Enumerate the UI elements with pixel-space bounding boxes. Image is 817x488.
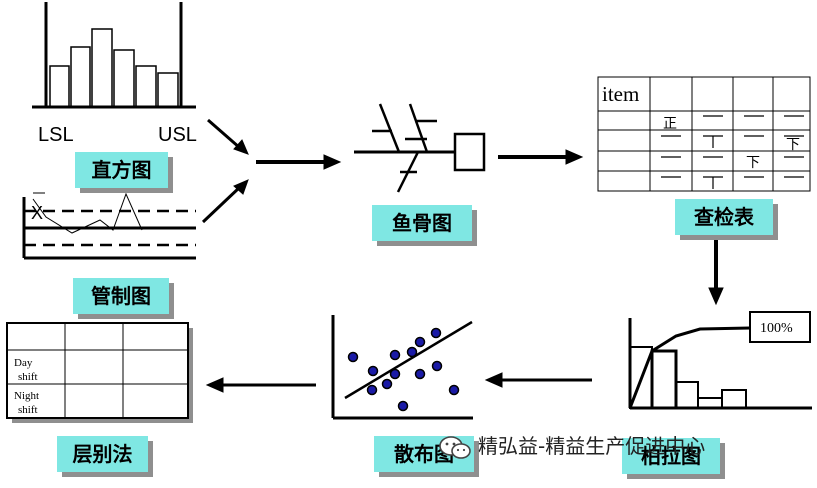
night-shift-label-line1: Night (14, 390, 39, 402)
tally-mark-text: 下 (746, 156, 760, 171)
fishbone-head (453, 132, 486, 172)
usl-label: USL (158, 124, 197, 146)
merge-arrows (201, 118, 342, 224)
arrow-to-stratification (205, 377, 316, 393)
arrow-to-check-sheet (498, 149, 584, 165)
histogram-bar (113, 49, 135, 108)
scatter-point (347, 351, 359, 363)
tally-mark-text: 正 (663, 117, 677, 132)
arrowhead (484, 372, 503, 388)
wechat-icon (439, 435, 471, 459)
regression-line (344, 320, 473, 400)
scatter-point (430, 327, 442, 339)
arrow-control-chart-to-center (201, 185, 242, 224)
check-sheet-label: 查检表 (675, 199, 773, 235)
histogram-bar (157, 72, 179, 108)
scatter-point (397, 400, 409, 412)
scatter-point (414, 368, 426, 380)
scatter-point (389, 368, 401, 380)
scatter-point (406, 346, 418, 358)
histogram-bar (70, 46, 91, 108)
scatter-point (389, 349, 401, 361)
night-shift-label-line2: shift (18, 404, 38, 416)
fishbone-bone (378, 103, 401, 153)
pareto-bar (675, 381, 699, 409)
arrowhead (205, 377, 224, 393)
control-chart-data-line (32, 192, 143, 234)
scatter-point (367, 365, 379, 377)
stratification-label: 层别法 (57, 436, 148, 472)
scatter-points (347, 327, 460, 412)
arrowhead (565, 149, 584, 165)
percent-label: 100% (760, 321, 793, 336)
control-chart (22, 192, 196, 260)
scatter-point (366, 384, 378, 396)
fishbone-label: 鱼骨图 (372, 205, 472, 241)
scatter-point (381, 378, 393, 390)
watermark: 精弘益-精益生产促进中心 (438, 431, 705, 461)
x-bar-symbol: X (31, 203, 43, 223)
scatter-point (431, 360, 443, 372)
stratification-table (6, 322, 193, 423)
lsl-label: LSL (38, 124, 74, 146)
histogram-bar (49, 65, 70, 108)
pareto-bar (721, 389, 747, 409)
pareto-chart (628, 311, 812, 410)
control-chart-label: 管制图 (73, 278, 169, 314)
fishbone-bone (408, 103, 429, 153)
histogram-label: 直方图 (75, 152, 168, 188)
cumulative-curve (628, 326, 751, 409)
check-sheet (597, 76, 811, 192)
check-sheet-item-header: item (602, 82, 639, 106)
arrow-to-pareto (708, 240, 724, 306)
histogram (32, 2, 196, 109)
scatter-point (448, 384, 460, 396)
check-sheet-frame (597, 76, 811, 192)
tally-mark-text: 下 (786, 138, 800, 153)
arrowhead (323, 154, 342, 170)
scatter-diagram (331, 315, 473, 420)
watermark-text: 精弘益-精益生产促进中心 (478, 434, 706, 458)
arrowhead (233, 179, 249, 195)
pareto-bar (650, 349, 678, 410)
tally-marks (661, 115, 804, 189)
day-shift-label-line2: shift (18, 371, 38, 383)
scatter-point (414, 336, 426, 348)
table-frame (6, 322, 189, 419)
day-shift-label-line1: Day (14, 357, 33, 369)
arrowhead (708, 287, 724, 306)
histogram-bar (91, 28, 113, 108)
percent-box (749, 311, 811, 343)
fishbone-diagram (354, 103, 486, 193)
arrow-histogram-to-center (207, 118, 241, 150)
arrowhead (233, 139, 249, 155)
histogram-bar (135, 65, 157, 108)
pareto-label: 柏拉图 (622, 438, 720, 474)
arrow-to-scatter (484, 372, 592, 388)
